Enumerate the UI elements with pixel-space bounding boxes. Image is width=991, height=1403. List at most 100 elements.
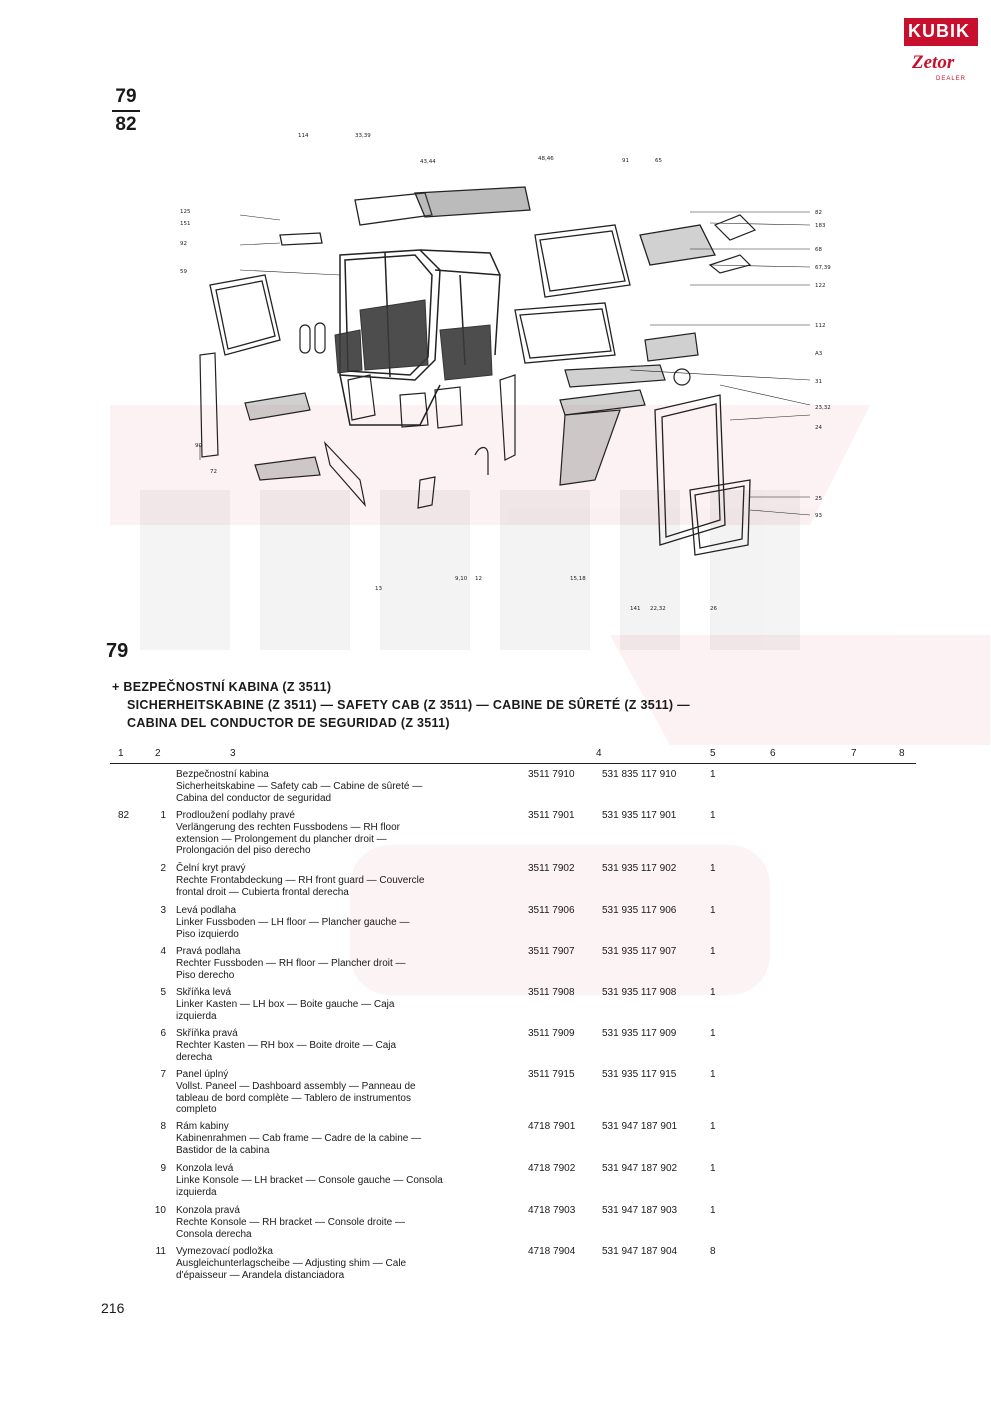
order-code: 531 935 117 907 [602, 946, 677, 957]
svg-text:141: 141 [630, 606, 641, 612]
description-line: Rechte Konsole — RH bracket — Console dr… [176, 1216, 405, 1228]
description-line: Bezpečnostní kabina [176, 769, 269, 780]
roof-parts [279, 186, 531, 246]
description-line: Kabinenrahmen — Cab frame — Cadre de la … [176, 1132, 422, 1144]
svg-text:125: 125 [180, 209, 191, 215]
section-number: 79 [106, 640, 129, 662]
quantity: 1 [710, 1028, 716, 1039]
order-code: 531 935 117 915 [602, 1069, 677, 1080]
quantity: 1 [710, 1069, 716, 1080]
svg-text:112: 112 [815, 323, 826, 329]
description-line: Sicherheitskabine — Safety cab — Cabine … [176, 780, 423, 792]
col-header-8: 8 [899, 748, 905, 759]
svg-text:68: 68 [815, 247, 822, 253]
item-number: 11 [155, 1246, 166, 1257]
part-number: 4718 7904 [528, 1246, 576, 1257]
col-header-6: 6 [770, 748, 776, 759]
order-code: 531 935 117 901 [602, 810, 677, 821]
title-line-3: CABINA DEL CONDUCTOR DE SEGURIDAD (Z 351… [127, 716, 450, 730]
part-number: 3511 7908 [528, 987, 575, 998]
col-header-3: 3 [230, 748, 236, 759]
part-number: 4718 7901 [528, 1121, 576, 1132]
ref-figure: 82 [118, 810, 130, 821]
header-rule [110, 763, 916, 764]
order-code: 531 947 187 902 [602, 1163, 678, 1174]
quantity: 1 [710, 810, 716, 821]
description-line: Rechte Frontabdeckung — RH front guard —… [176, 874, 425, 886]
part-number: 3511 7909 [528, 1028, 575, 1039]
fraction-line [112, 110, 140, 112]
small-parts [199, 214, 757, 509]
col-header-1: 1 [118, 748, 124, 759]
quantity: 1 [710, 1205, 716, 1216]
windows [209, 224, 716, 364]
description-line: Linke Konsole — LH bracket — Console gau… [176, 1174, 443, 1186]
description-line: Prolongación del piso derecho [176, 845, 311, 857]
description-line: tableau de bord complète — Tablero de in… [176, 1092, 411, 1104]
part-number: 3511 7906 [528, 905, 575, 916]
item-number: 4 [160, 946, 166, 957]
description-line: izquierda [176, 1010, 217, 1022]
description-line: Panel úplný [176, 1069, 229, 1080]
item-number: 5 [160, 987, 166, 998]
description-line: Vollst. Paneel — Dashboard assembly — Pa… [176, 1080, 416, 1092]
doors [654, 394, 751, 556]
svg-text:13: 13 [375, 586, 382, 592]
item-number: 1 [160, 810, 166, 821]
svg-text:9,10: 9,10 [455, 576, 468, 582]
description-line: Skříňka levá [176, 987, 232, 998]
description-line: Consola derecha [176, 1228, 252, 1240]
description-line: Linker Fussboden — LH floor — Plancher g… [176, 916, 410, 928]
description-line: d'épaisseur — Arandela distanciadora [176, 1269, 345, 1281]
col-header-2: 2 [155, 748, 161, 759]
svg-text:114: 114 [298, 133, 309, 139]
svg-text:122: 122 [815, 283, 826, 289]
logo-brand-text: KUBIK [908, 21, 970, 41]
description-line: frontal droit — Cubierta frontal derecha [176, 886, 349, 898]
description-line: extension — Prolongement du plancher dro… [176, 833, 387, 845]
description-line: Rechter Kasten — RH box — Boite droite —… [176, 1039, 397, 1051]
description-line: Rám kabiny [176, 1121, 229, 1132]
description-line: Prodloužení podlahy pravé [176, 810, 295, 821]
quantity: 1 [710, 1163, 716, 1174]
description-line: Skříňka pravá [176, 1028, 238, 1039]
title-line-1: + BEZPEČNOSTNÍ KABINA (Z 3511) [112, 680, 332, 694]
logo-sub-text: Zetor [912, 52, 955, 73]
page-number: 216 [101, 1300, 125, 1316]
order-code: 531 947 187 904 [602, 1246, 678, 1257]
svg-text:65: 65 [655, 158, 662, 164]
svg-text:93: 93 [815, 513, 822, 519]
svg-text:82: 82 [815, 210, 822, 216]
order-code: 531 935 117 902 [602, 863, 677, 874]
page-range-fraction: 79 82 [112, 86, 140, 136]
part-number: 4718 7902 [528, 1163, 576, 1174]
svg-text:183: 183 [815, 223, 826, 229]
description-line: Rechter Fussboden — RH floor — Plancher … [176, 957, 406, 969]
part-number: 3511 7902 [528, 863, 575, 874]
svg-text:15,18: 15,18 [570, 576, 586, 582]
quantity: 1 [710, 946, 716, 957]
fraction-top: 79 [115, 86, 137, 107]
svg-text:23,32: 23,32 [815, 405, 831, 411]
part-number: 3511 7915 [528, 1069, 575, 1080]
svg-text:48,46: 48,46 [538, 156, 554, 162]
quantity: 8 [710, 1246, 716, 1257]
svg-text:90: 90 [195, 443, 202, 449]
svg-text:43,44: 43,44 [420, 159, 436, 165]
floor-and-panels [244, 332, 699, 486]
item-number: 9 [160, 1163, 166, 1174]
item-number: 10 [154, 1205, 166, 1216]
part-number: 3511 7901 [528, 810, 575, 821]
svg-text:12: 12 [475, 576, 482, 582]
description-line: Konzola levá [176, 1163, 234, 1174]
quantity: 1 [710, 769, 716, 780]
